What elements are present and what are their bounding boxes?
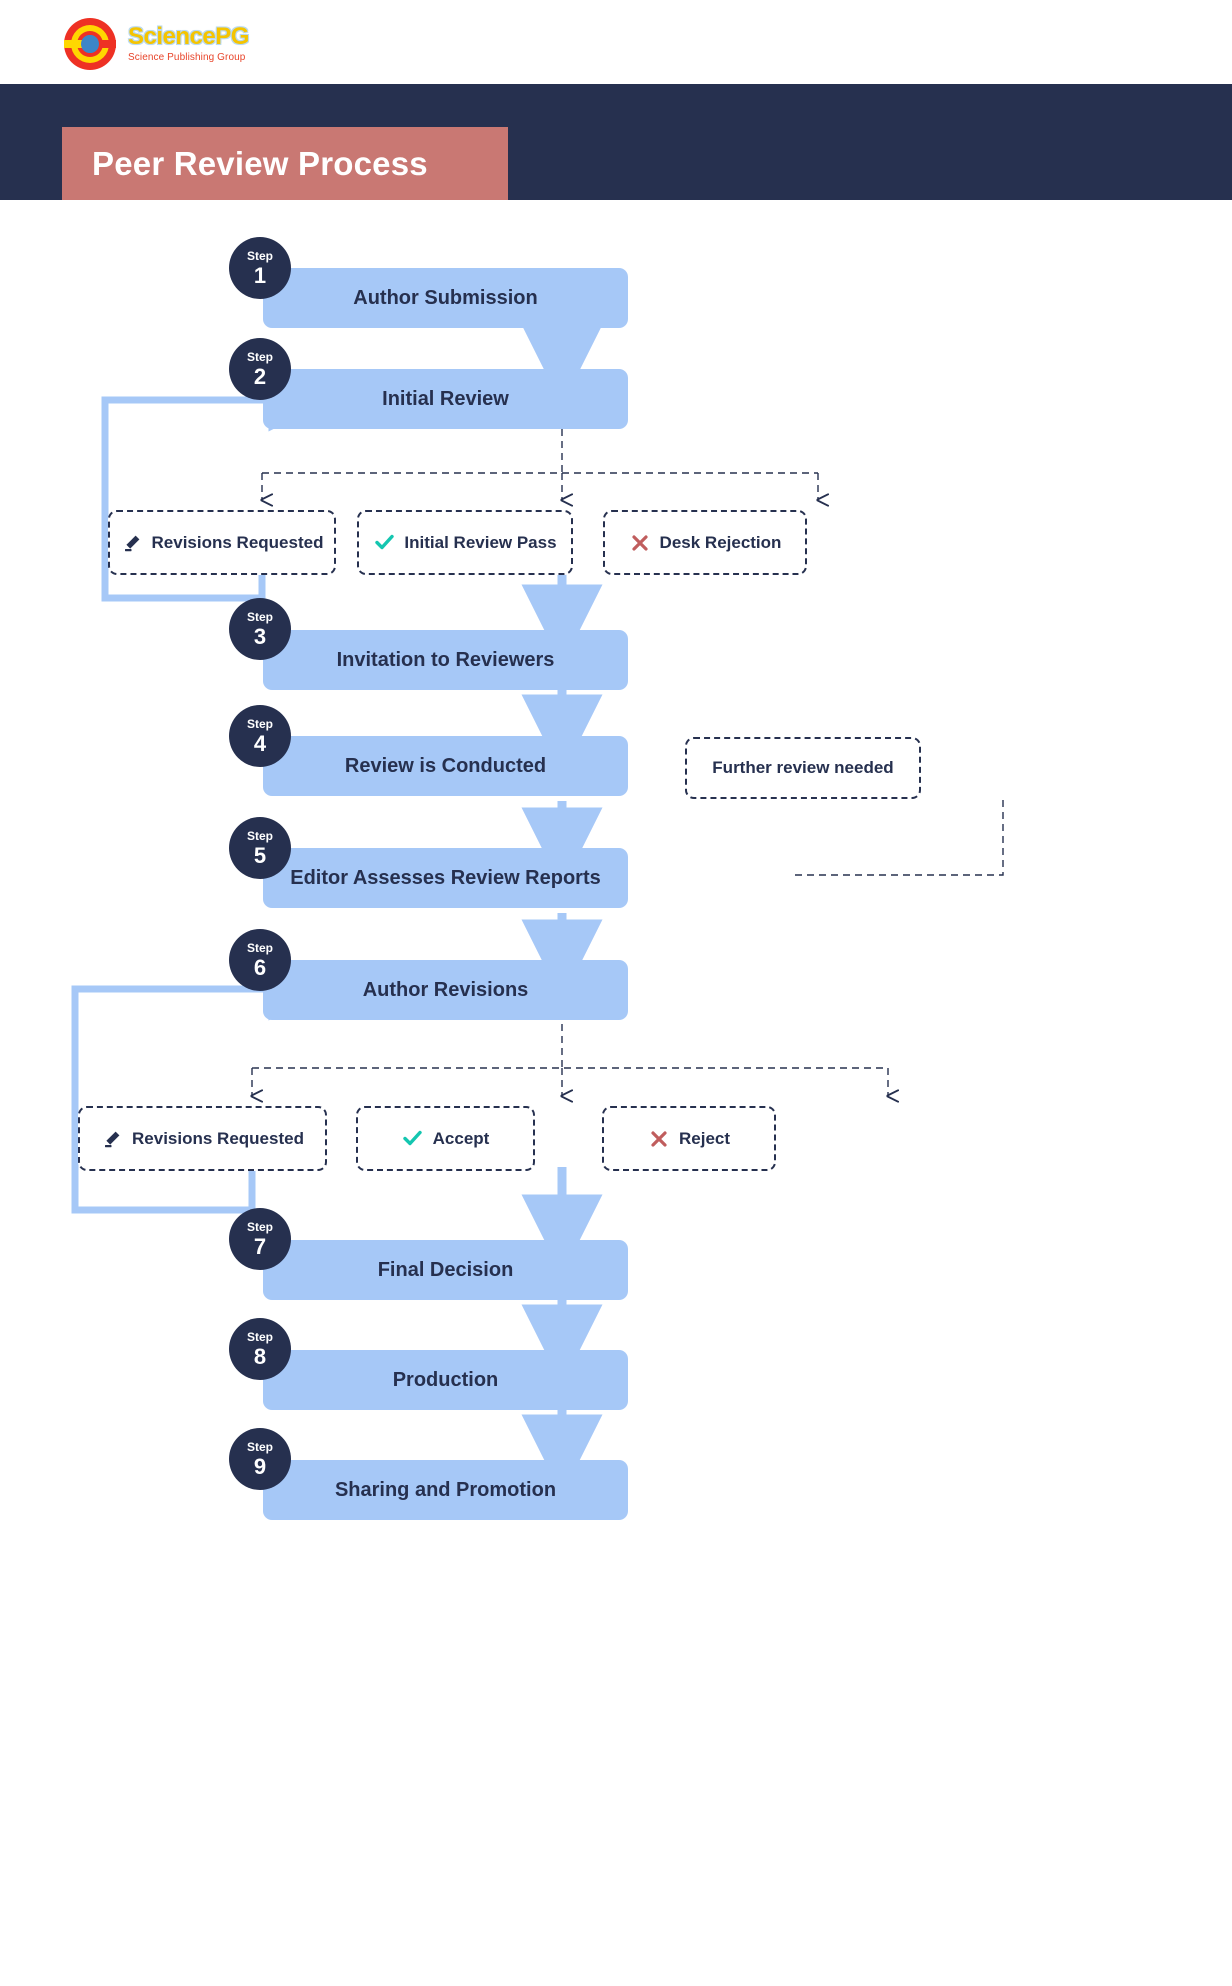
decision-label: Revisions Requested bbox=[132, 1128, 304, 1148]
cross-icon bbox=[629, 532, 651, 554]
decision-box-revisions-requested-2[interactable]: Revisions Requested bbox=[78, 1106, 327, 1171]
note-label: Further review needed bbox=[712, 758, 894, 777]
process-box-label: Initial Review bbox=[382, 387, 509, 410]
step-badge-1: Step 1 bbox=[229, 237, 291, 299]
brand-tagline: Science Publishing Group bbox=[128, 52, 246, 63]
step-badge-number: 3 bbox=[253, 623, 267, 649]
step-badge-number: 5 bbox=[253, 842, 267, 868]
process-box-label: Author Submission bbox=[353, 286, 538, 309]
process-box-review-is-conducted[interactable]: Review is Conducted bbox=[263, 736, 628, 796]
process-box-label: Sharing and Promotion bbox=[334, 1478, 557, 1501]
step-badge-prefix: Step bbox=[246, 940, 273, 955]
process-box-label: Production bbox=[392, 1368, 499, 1391]
pencil-icon bbox=[101, 1128, 123, 1150]
process-box-production[interactable]: Production bbox=[263, 1350, 628, 1410]
process-box-initial-review[interactable]: Initial Review bbox=[263, 369, 628, 429]
decision-box-desk-rejection[interactable]: Desk Rejection bbox=[603, 510, 807, 575]
decision-box-reject[interactable]: Reject bbox=[602, 1106, 776, 1171]
decision-label: Desk Rejection bbox=[659, 532, 782, 552]
step-badge-number: 2 bbox=[253, 363, 267, 389]
step-badge-prefix: Step bbox=[246, 716, 273, 731]
process-box-label: Author Revisions bbox=[362, 978, 529, 1001]
brand-wordmark: SciencePG bbox=[128, 23, 249, 50]
step-badge-number: 1 bbox=[253, 262, 267, 288]
step-badge-prefix: Step bbox=[246, 1219, 273, 1234]
step-badge-prefix: Step bbox=[246, 1329, 273, 1344]
step-badge-8: Step 8 bbox=[229, 1318, 291, 1380]
step-badge-prefix: Step bbox=[246, 248, 273, 263]
step-badge-5: Step 5 bbox=[229, 817, 291, 879]
step-badge-number: 9 bbox=[253, 1453, 267, 1479]
brand-logo[interactable]: SciencePG Science Publishing Group bbox=[62, 16, 249, 72]
decision-label: Revisions Requested bbox=[151, 532, 324, 552]
step-badge-number: 4 bbox=[253, 730, 267, 756]
step-badge-3: Step 3 bbox=[229, 598, 291, 660]
flowchart-canvas: Step 1 Author Submission Step 2 Initial … bbox=[0, 200, 1232, 1986]
step-badge-prefix: Step bbox=[246, 1439, 273, 1454]
step-badge-number: 8 bbox=[253, 1343, 267, 1369]
process-box-final-decision[interactable]: Final Decision bbox=[263, 1240, 628, 1300]
step-badge-number: 6 bbox=[253, 954, 267, 980]
step-badge-2: Step 2 bbox=[229, 338, 291, 400]
step-badge-prefix: Step bbox=[246, 609, 273, 624]
sciencepg-target-logo-icon bbox=[62, 16, 118, 72]
check-icon bbox=[373, 532, 395, 554]
note-box-further-review-needed[interactable]: Further review needed bbox=[685, 737, 921, 799]
page-title-box: Peer Review Process bbox=[62, 127, 508, 200]
logo-bar: SciencePG Science Publishing Group bbox=[0, 0, 1232, 84]
process-box-editor-assesses-review-reports[interactable]: Editor Assesses Review Reports bbox=[263, 848, 628, 908]
process-box-sharing-and-promotion[interactable]: Sharing and Promotion bbox=[263, 1460, 628, 1520]
decision-label: Reject bbox=[678, 1128, 731, 1148]
step-badge-prefix: Step bbox=[246, 349, 273, 364]
process-box-label: Invitation to Reviewers bbox=[336, 648, 555, 671]
process-box-label: Editor Assesses Review Reports bbox=[290, 866, 601, 889]
decision-label: Initial Review Pass bbox=[404, 532, 557, 552]
step-badge-7: Step 7 bbox=[229, 1208, 291, 1270]
step-badge-prefix: Step bbox=[246, 828, 273, 843]
check-icon bbox=[402, 1128, 424, 1150]
cross-icon bbox=[648, 1128, 670, 1150]
process-box-invitation-to-reviewers[interactable]: Invitation to Reviewers bbox=[263, 630, 628, 690]
step-badge-9: Step 9 bbox=[229, 1428, 291, 1490]
connector-layer bbox=[71, 324, 1004, 1496]
process-box-author-revisions[interactable]: Author Revisions bbox=[263, 960, 628, 1020]
step-badge-6: Step 6 bbox=[229, 929, 291, 991]
page-title: Peer Review Process bbox=[92, 144, 428, 182]
process-box-label: Review is Conducted bbox=[344, 754, 547, 777]
pencil-icon bbox=[121, 532, 143, 554]
step-badge-4: Step 4 bbox=[229, 705, 291, 767]
decision-box-accept[interactable]: Accept bbox=[356, 1106, 535, 1171]
decision-box-initial-review-pass[interactable]: Initial Review Pass bbox=[357, 510, 573, 575]
decision-box-revisions-requested-1[interactable]: Revisions Requested bbox=[108, 510, 336, 575]
decision-label: Accept bbox=[432, 1128, 490, 1148]
process-box-label: Final Decision bbox=[377, 1258, 514, 1281]
process-box-author-submission[interactable]: Author Submission bbox=[263, 268, 628, 328]
step-badge-number: 7 bbox=[253, 1233, 267, 1259]
